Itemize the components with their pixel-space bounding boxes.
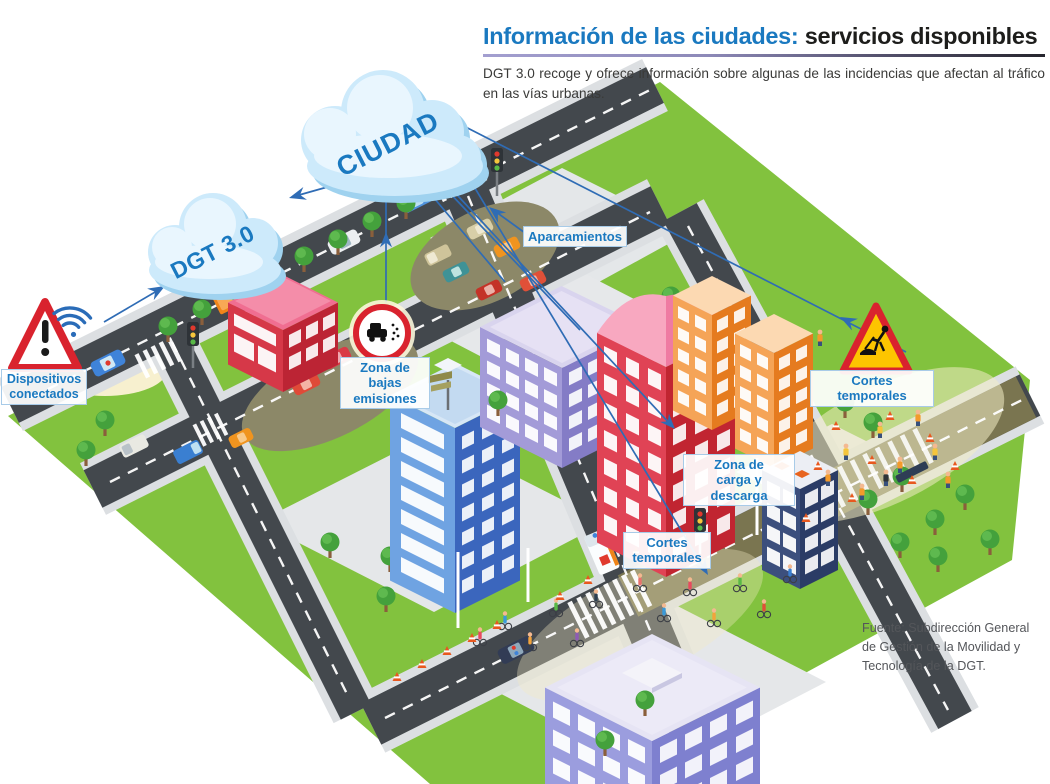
building-orange-2	[735, 314, 813, 468]
building-orange-1	[673, 276, 751, 430]
label-cortes-temporales-derecha: Cortes temporales	[810, 370, 934, 407]
page-title: Información de las ciudades: servicios d…	[483, 23, 1045, 50]
buildings	[228, 275, 838, 784]
building-periwinkle	[545, 634, 760, 784]
label-zona-bajas-emisiones: Zona de bajas emisiones	[340, 357, 430, 409]
label-aparcamientos: Aparcamientos	[523, 226, 627, 248]
connection-lines	[103, 117, 907, 571]
direction-sign	[428, 371, 452, 410]
police-car-icon	[90, 349, 126, 377]
title-underline	[483, 53, 1045, 57]
traffic-light-icon	[491, 148, 503, 196]
label-dispositivos-conectados: Dispositivos conectados	[1, 369, 87, 405]
source-note: Fuente: Subdirección General de Gestión …	[862, 621, 1030, 674]
road-workers-group	[817, 329, 951, 500]
warning-triangle-icon	[8, 298, 82, 372]
label-zona-carga-descarga: Zona de carga y descarga	[683, 454, 795, 506]
wifi-icon	[52, 306, 93, 338]
header: Información de las ciudades: servicios d…	[483, 23, 1045, 104]
police-car-dark	[497, 636, 535, 664]
page-title-rest: servicios disponibles	[798, 23, 1038, 49]
traffic-light-icon	[187, 322, 199, 368]
page-subtitle: DGT 3.0 recoge y ofrece información sobr…	[483, 65, 1045, 101]
cloud-ciudad-icon: CIUDAD	[301, 70, 489, 203]
page-title-highlight: Información de las ciudades:	[483, 23, 799, 49]
label-cortes-temporales-centro: Cortes temporales	[623, 532, 711, 569]
cloud-dgt-icon: DGT 3.0	[148, 193, 286, 300]
